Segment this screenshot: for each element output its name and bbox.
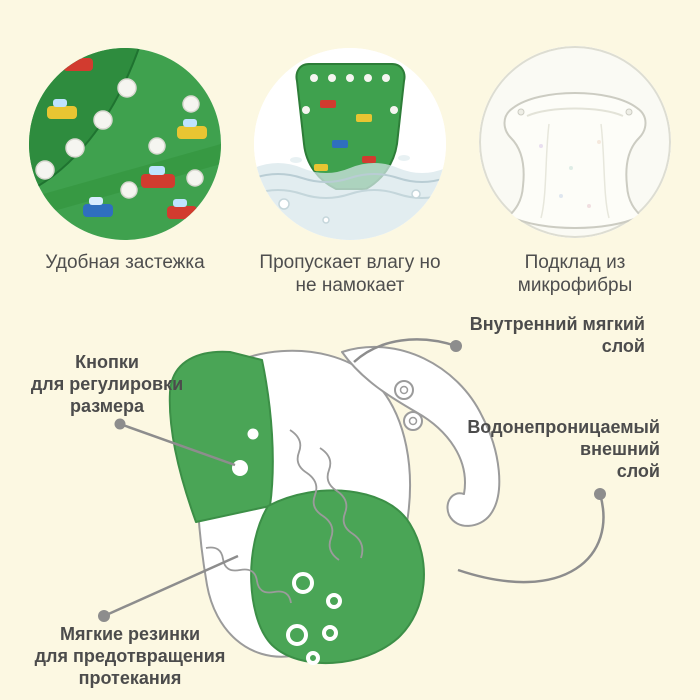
label-line: Мягкие резинки: [59, 624, 201, 644]
caption-liner: Подклад из микрофибры: [479, 251, 671, 297]
fastener-photo: [29, 48, 221, 240]
microfiber-liner-photo: [479, 46, 671, 238]
size-snap-dot: [232, 460, 248, 476]
callout-dot-elastic: [98, 610, 110, 622]
caption-line: застежка: [125, 252, 205, 273]
label-line: слой: [616, 461, 660, 481]
elastic-scallops: [205, 429, 364, 604]
label-line: слой: [601, 336, 645, 356]
label-size-buttons: Кнопки для регулировки размера: [22, 351, 192, 417]
caption-line: Удобная: [45, 252, 120, 273]
diaper-car-pattern: [314, 100, 376, 171]
caption-line: Подклад: [524, 252, 601, 273]
car-pattern: [83, 119, 207, 219]
diaper-bottom-panel: [250, 489, 425, 665]
label-line: внешний: [580, 439, 660, 459]
diaper-snaps: [302, 74, 398, 114]
callout-dot-size-buttons: [114, 418, 126, 430]
fastener-photo-art: [29, 48, 221, 240]
diaper-front-panel: [168, 350, 274, 523]
label-line: размера: [69, 396, 145, 416]
snap-hole-rings: [286, 572, 342, 665]
label-outer-layer: Водонепроницаемый внешний слой: [467, 416, 660, 482]
label-line: протекания: [78, 668, 182, 688]
water-test-photo-art: [254, 48, 446, 240]
callout-line-size-buttons: [119, 422, 236, 467]
callout-line-elastic: [103, 554, 239, 618]
label-line: Водонепроницаемый: [467, 417, 660, 437]
size-snap-dot: [247, 428, 259, 440]
callout-dots: [98, 340, 606, 622]
label-line: Кнопки: [75, 352, 139, 372]
wing-snaps: [394, 380, 423, 431]
label-line: для предотвращения: [34, 646, 226, 666]
callout-line-outer-layer: [457, 493, 605, 584]
caption-line: Пропускает влагу: [259, 252, 415, 273]
caption-line: но не намокает: [295, 252, 441, 296]
label-elastic: Мягкие резинки для предотвращения протек…: [25, 623, 235, 689]
label-line: Внутренний мягкий: [469, 314, 645, 334]
callout-line-inner-layer: [353, 338, 457, 363]
callout-dot-inner-layer: [450, 340, 462, 352]
fabric-speckles: [539, 140, 601, 208]
caption-line: из микрофибры: [517, 252, 633, 296]
callout-dot-outer-layer: [594, 488, 606, 500]
microfiber-liner-photo-art: [479, 46, 671, 238]
caption-water-test: Пропускает влагу но не намокает: [254, 251, 446, 297]
callout-lines: [103, 338, 605, 618]
snap-buttons: [35, 78, 204, 199]
water-surface: [254, 155, 446, 240]
label-inner-layer: Внутренний мягкий слой: [470, 313, 645, 357]
label-line: для регулировки: [30, 374, 184, 394]
caption-fastener: Удобная застежка: [29, 251, 221, 274]
water-test-photo: [254, 48, 446, 240]
